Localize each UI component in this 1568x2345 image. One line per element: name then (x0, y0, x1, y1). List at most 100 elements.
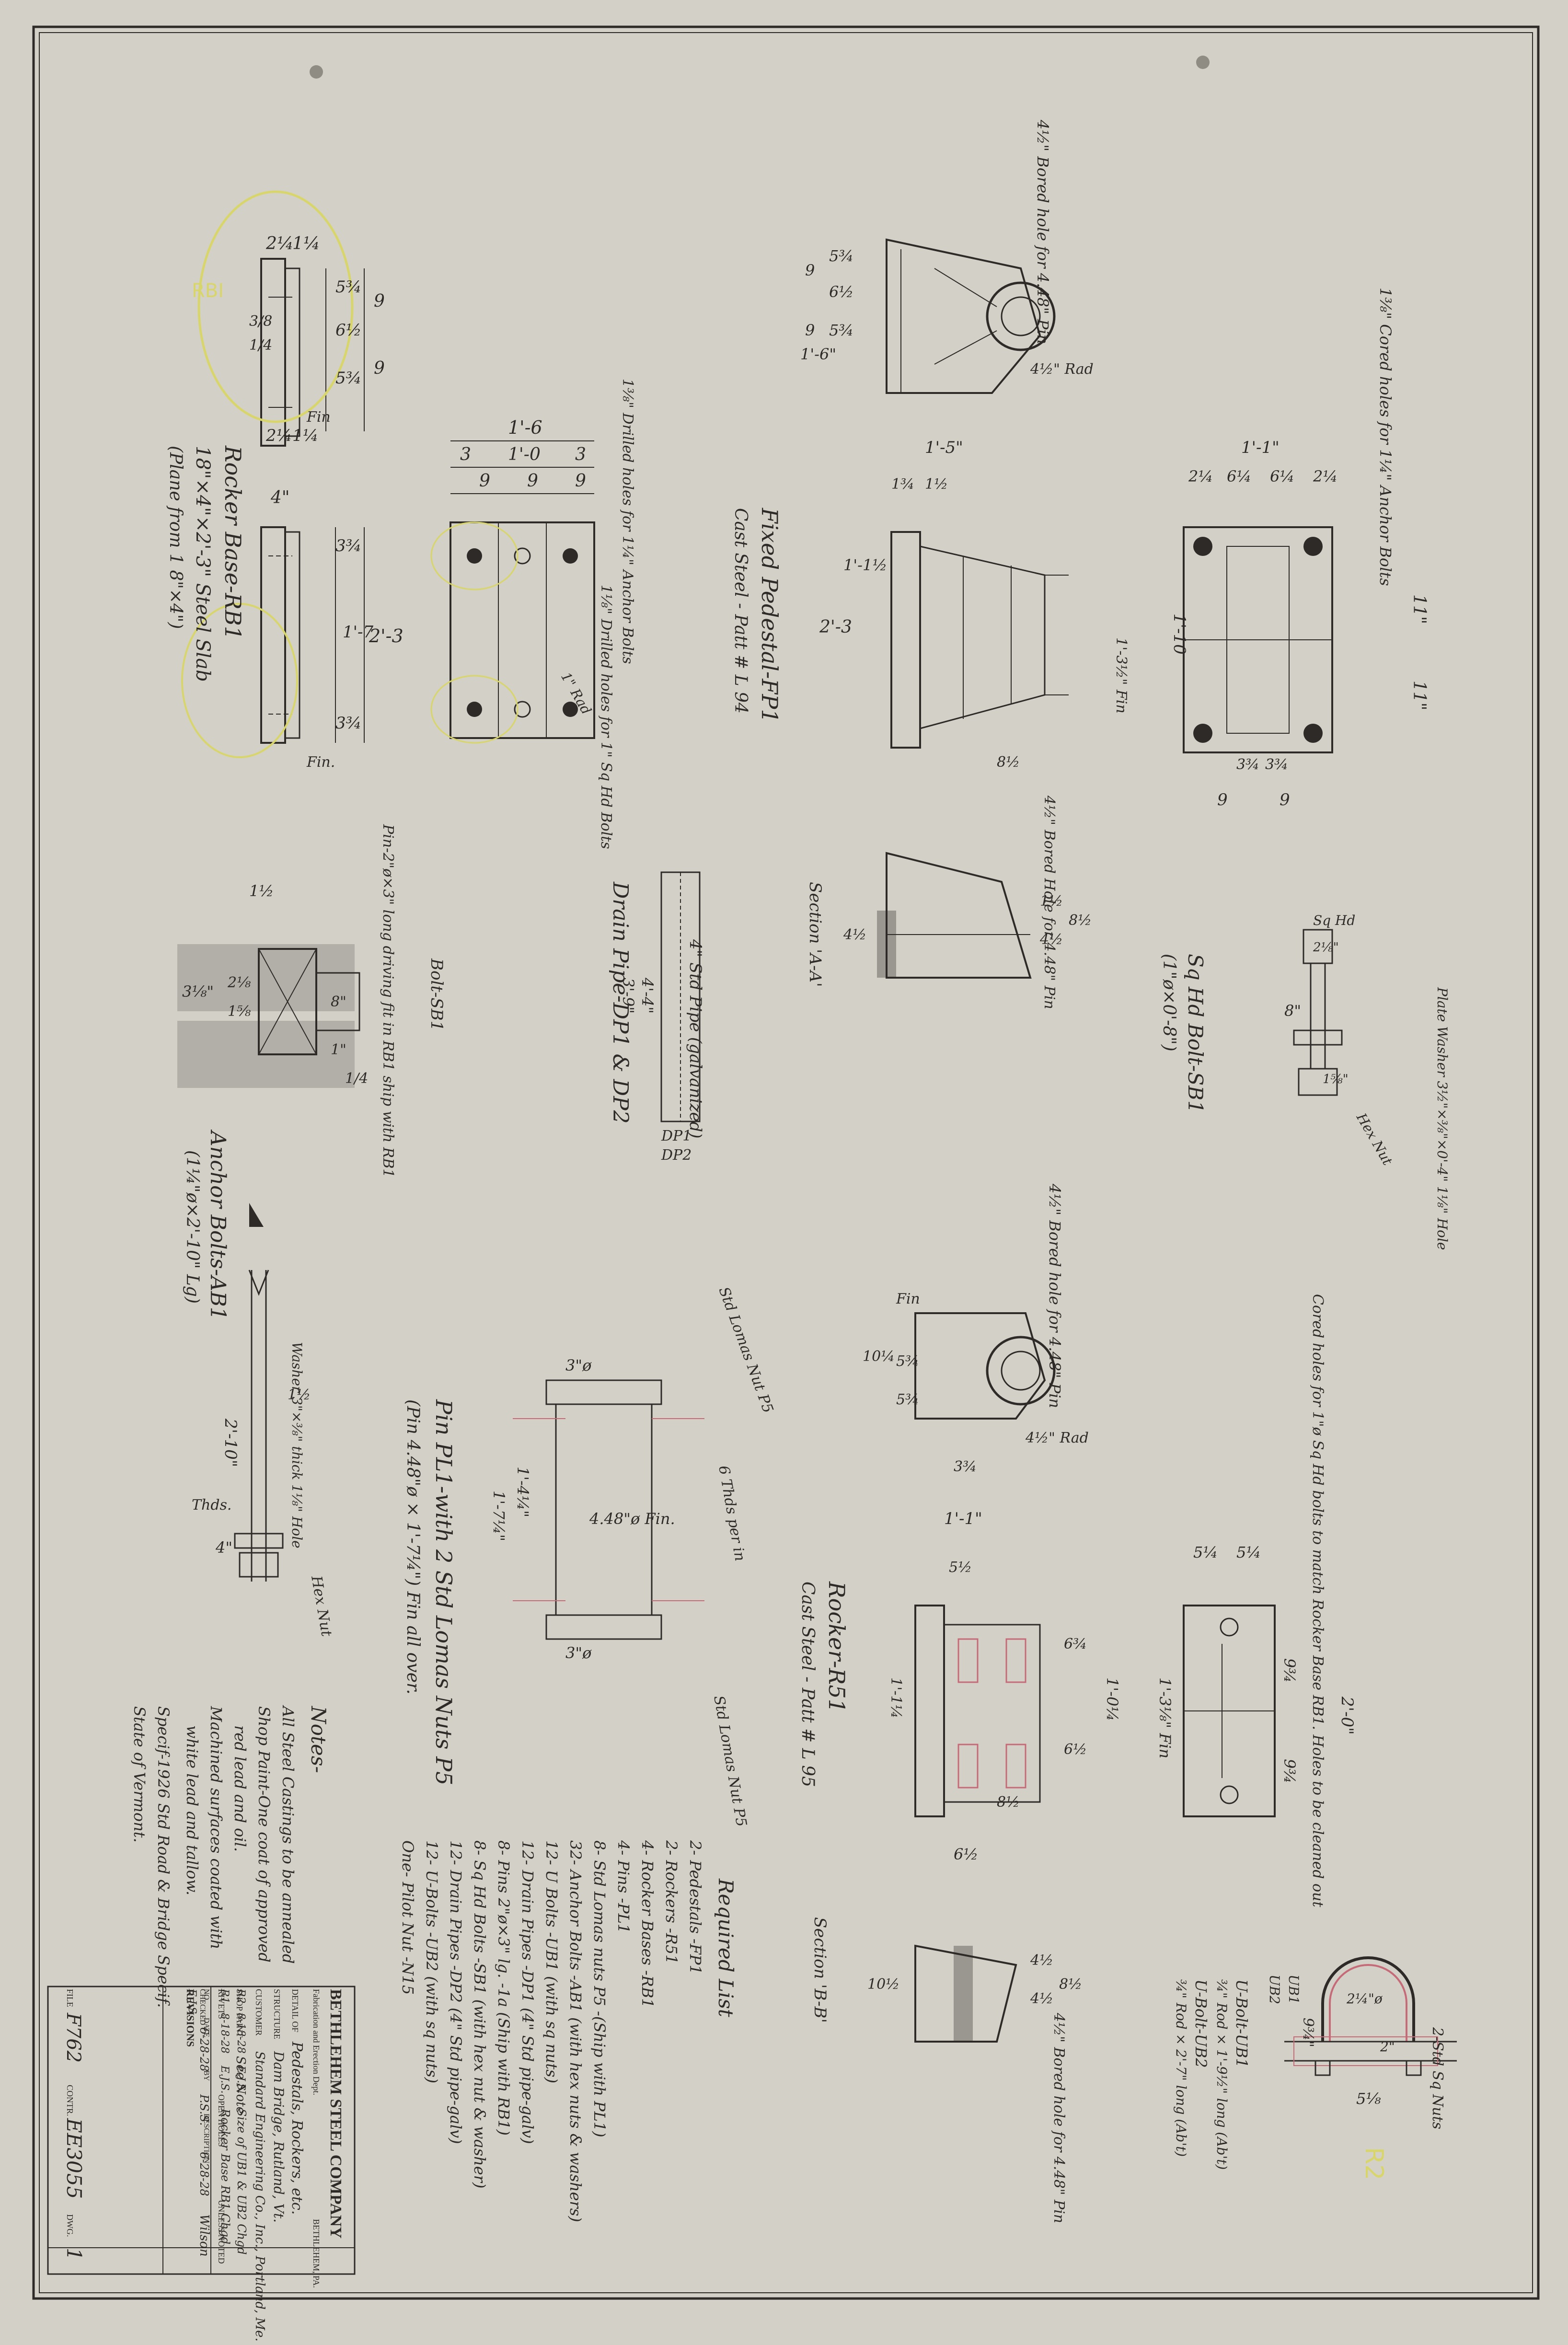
rocker-plan-dim-3: 2'-0" (1337, 1696, 1357, 1735)
rb1-dim-8: 3/8 (249, 313, 272, 330)
required-item: 4- Pins -PL1 (614, 1840, 633, 1933)
yellow-highlight (181, 603, 298, 758)
u-bolt-mark-2: UB2 (1267, 1975, 1282, 2004)
section-b-dim-3: 4½ (1030, 1990, 1053, 2007)
fp1-dim-14: 1½ (1040, 893, 1063, 910)
rocker-dim-3: 5¾ (896, 1391, 919, 1408)
pin-dim-3: 1'-7¼" (490, 1490, 508, 1541)
base-plan-dim-6: 9 (527, 471, 538, 491)
pin-lomas-top: Std Lomas Nut P5 (715, 1285, 776, 1415)
rb1-yellow-mark: RBI (192, 280, 224, 302)
u-bolt-dim-1: 5⅛ (1356, 2090, 1381, 2108)
fp1-bore-note-2: 4½" Bored Hole for 4.48" Pin (1041, 795, 1058, 1009)
fp1-bore-note: 4½" Bored hole for 4.48" Pin (1034, 119, 1052, 344)
notes-line: All Steel Castings to be annealed (279, 1705, 297, 1964)
title-detail: Pedestals, Rockers, etc. (288, 2041, 305, 2215)
required-item: 8- Std Lomas nuts P5 -(Ship with PL1) (590, 1840, 609, 2137)
revision-cell: E.J.S. (235, 2065, 247, 2093)
ab1-dim-2: 2'-10" (221, 1418, 240, 1467)
pedestal-plan-dim-1: 1'-1" (1241, 438, 1280, 457)
pedestal-plan-dim-11: 9 (1217, 790, 1228, 809)
pin-dim-5: 3"ø (565, 1644, 592, 1662)
base-plan-drill-note: 1⅜" Drilled holes for 1¼" Anchor Bolts (619, 379, 636, 664)
punch-hole-icon (1196, 56, 1210, 69)
title-dept: Fabrication and Erection Dept. (311, 1989, 321, 2095)
fp1-dim-15: 4½ (1039, 931, 1063, 948)
title-small-date: E.J.S. (186, 1988, 198, 2017)
u-bolt-yellow-mark: R2 (1360, 2147, 1388, 2180)
base-plan-dim-1: 1'-6 (508, 417, 542, 438)
rocker-dim-7: 6¾ (1064, 1636, 1087, 1652)
u-bolt-dim-3: 2" (1380, 2039, 1395, 2055)
u-bolt-dia: 2¼"ø (1346, 1991, 1383, 2007)
rb1-size: 18"×4"×2'-3" Steel Slab (192, 446, 214, 682)
file-number: F762 (62, 2012, 84, 2063)
ab1-title: Anchor Bolts-AB1 (206, 1129, 230, 1320)
rocker-fin: Fin (896, 1291, 920, 1307)
bolt-dim-4: 1⅝ (228, 1003, 251, 1020)
rocker-plan-dim-5: 9¾ (1280, 1759, 1299, 1783)
pedestal-plan-cored-note: 1⅜" Cored holes for 1¼" Anchor Bolts (1376, 288, 1395, 586)
u-bolt-dim-2: 9¾" (1300, 2018, 1316, 2047)
required-item: 32- Anchor Bolts -AB1 (with hex nuts & w… (566, 1840, 585, 2222)
revision-header: BY (202, 2070, 210, 2081)
rocker-dim-1: 10¼ (863, 1348, 895, 1365)
title-shop-paint-label: SHOP PAINT (235, 1989, 244, 2037)
bolt-dim-1: 1½ (249, 882, 274, 900)
punch-hole-icon (310, 65, 323, 79)
required-item: 12- Drain Pipes -DP2 (4" Std pipe-galv) (447, 1840, 465, 2144)
notes-line: red lead and oil. (231, 1725, 249, 1852)
required-item: 12- U-Bolts -UB2 (with sq nuts) (423, 1840, 441, 2083)
fixed-pedestal-plan (890, 531, 1069, 749)
revisions-title: REVISIONS (184, 1989, 196, 2047)
fp1-title: Fixed Pedestal-FP1 (757, 508, 783, 723)
notes-line: Specif-1926 Std Road & Bridge Specif. (154, 1706, 173, 2008)
pin-dim-1: 3"ø (565, 1356, 592, 1375)
sb1-title: Sq Hd Bolt-SB1 (1184, 954, 1207, 1113)
rb1-dim-9: 1/4 (249, 337, 272, 354)
fp1-section-label: Section 'A-A' (806, 882, 825, 987)
fp1-dim-2: 6½ (829, 283, 853, 301)
u-bolt-1-size: ¾" Rod × 1'-9½" long (Ab't) (1214, 1979, 1230, 2170)
rb1-dim-1: 2¼ (265, 234, 294, 254)
section-a-a (877, 852, 1032, 979)
sb1-dim-1: 8" (1284, 1002, 1301, 1020)
drain-pipe-title: Drain Pipe-DP1 & DP2 (608, 881, 633, 1124)
base-plan-drill-note-2: 1⅛" Drilled holes for 1" Sq Hd Bolts (598, 585, 614, 849)
sb1-dim-2: 2⅛" (1313, 940, 1339, 955)
title-structure: Dam Bridge, Rutland, Vt. (271, 2051, 287, 2223)
base-plan-dim-2: 3 (460, 445, 471, 464)
notes: Notes- All Steel Castings to be annealed… (130, 1705, 330, 2008)
dwg-number: 1 (62, 2248, 86, 2261)
section-b-dim-2: 4½ (1030, 1952, 1053, 1969)
rocker-dim-11: 6½ (954, 1845, 978, 1863)
rocker-plan-dim-1: 5¼ (1193, 1543, 1218, 1561)
bolt-dim-5: 8" (331, 993, 346, 1010)
title-city: BETHLEHEM, PA. (311, 2219, 321, 2288)
rb1-fin-2: Fin. (306, 754, 335, 771)
rb1-dim-2: 1¼ (292, 234, 320, 254)
rb1-dim-14: 1'-7 (343, 623, 373, 642)
required-item: 8- Pins 2"ø×3" lg. -1a (Ship with RB1) (495, 1840, 513, 2136)
rocker-base-elevation (197, 190, 365, 447)
revision-header: NO. (202, 1989, 210, 2002)
drain-pipe-dim-1: 4'-4" (638, 977, 657, 1014)
title-checker-date: 6-28-28 (197, 2152, 211, 2196)
revision-cell: E.J.S. (219, 2065, 231, 2093)
required-item: 2- Rockers -R51 (662, 1840, 680, 1964)
ab1-dim-1: 1½ (288, 1386, 311, 1403)
rb1-dim-12: 4" (270, 488, 289, 508)
rocker-dim-10: 8½ (997, 1794, 1020, 1811)
anchor-bolt-drawing (234, 1203, 284, 1582)
required-item: 4- Rocker Bases -RB1 (638, 1840, 657, 2008)
pedestal-plan-dim-2: 2¼ (1188, 467, 1213, 485)
u-bolt-2-size: ¾" Rod × 2'-7" long (Ab't) (1173, 1979, 1189, 2157)
rocker-plan-view (1183, 1605, 1276, 1817)
sb1-size: (1"ø×0'-8") (1159, 954, 1179, 1051)
pedestal-plan-dim-8: 1'-10 (1170, 613, 1189, 655)
base-plan-dim-3: 1'-0 (508, 445, 541, 464)
fp1-dim-11: 2'-3 (819, 617, 852, 637)
drawing-inner-border (39, 32, 1533, 2293)
fp1-dim-8: 1¾ (891, 476, 914, 493)
required-item: 8- Sq Hd Bolts -SB1 (with hex nut & wash… (471, 1840, 489, 2188)
